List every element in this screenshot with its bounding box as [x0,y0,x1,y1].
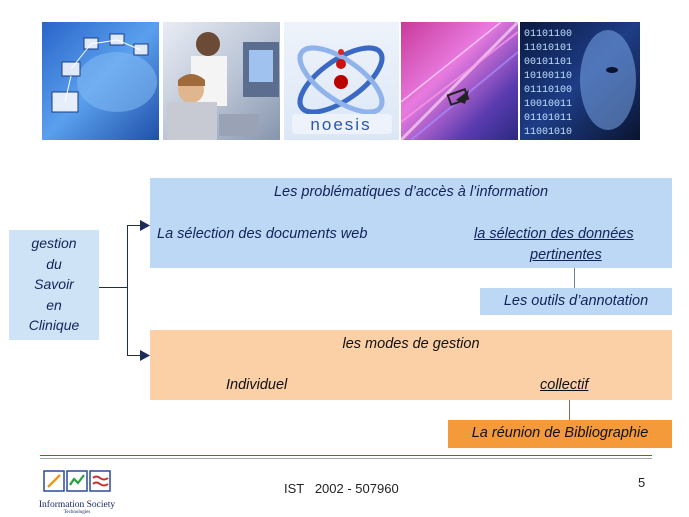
annotation-connector [574,268,575,288]
svg-text:01101100: 01101100 [524,29,572,40]
svg-text:01101011: 01101011 [524,113,572,124]
ist-logo: Information Society Technologies [38,469,116,515]
footer-divider [40,458,652,459]
root-line: en [46,296,62,313]
top-branch-connector [127,225,145,226]
svg-text:10010011: 10010011 [524,99,572,110]
management-modes-title: les modes de gestion [342,336,480,352]
root-connector [99,287,127,288]
root-line: Clinique [28,317,80,333]
root-node-gestion-savoir: gestion du Savoir en Clinique [9,230,99,340]
data-selection-line2: pertinentes [530,247,602,263]
vertical-connector [127,225,128,356]
project-code: IST 2002 - 507960 [284,481,399,496]
root-line: gestion [31,235,77,251]
annotation-tools-label: Les outils d’annotation [503,293,649,309]
arrow-right-icon [140,220,150,231]
svg-text:11010101: 11010101 [524,43,572,54]
binary-face-image: 01101100 11010101 00101101 10100110 0111… [520,22,640,140]
svg-text:00101101: 00101101 [524,57,572,68]
ist-logo-icons [43,470,111,492]
arrow-right-icon [140,350,150,361]
web-documents-selection: La sélection des documents web [157,226,368,242]
root-line: du [46,255,62,272]
logo-text: noesis [310,115,371,134]
root-line: Savoir [34,276,74,292]
people-computer-image [163,22,280,140]
noesis-logo: noesis [284,22,399,140]
bottom-branch-connector [127,355,145,356]
mode-collective: collectif [540,377,589,393]
svg-text:10100110: 10100110 [524,71,572,82]
bibliography-connector [569,400,570,420]
svg-text:11001010: 11001010 [524,127,572,138]
fiber-optic-image [401,22,518,140]
management-modes-box [150,330,672,400]
data-selection-line1: la sélection des données [474,226,634,242]
mode-individual: Individuel [226,377,288,393]
svg-text:01110100: 01110100 [524,85,572,96]
network-world-image [42,22,159,140]
footer-divider [40,455,652,456]
annotation-tools-box [480,288,672,315]
access-problems-box [150,178,672,268]
access-problems-title: Les problématiques d’accès à l’informati… [273,184,549,200]
page-number: 5 [638,475,646,490]
bibliography-meeting-box [448,420,672,448]
ist-logo-text: Information Society [38,500,116,510]
bibliography-meeting-label: La réunion de Bibliographie [471,425,649,441]
ist-logo-subtext: Technologies [63,510,91,515]
